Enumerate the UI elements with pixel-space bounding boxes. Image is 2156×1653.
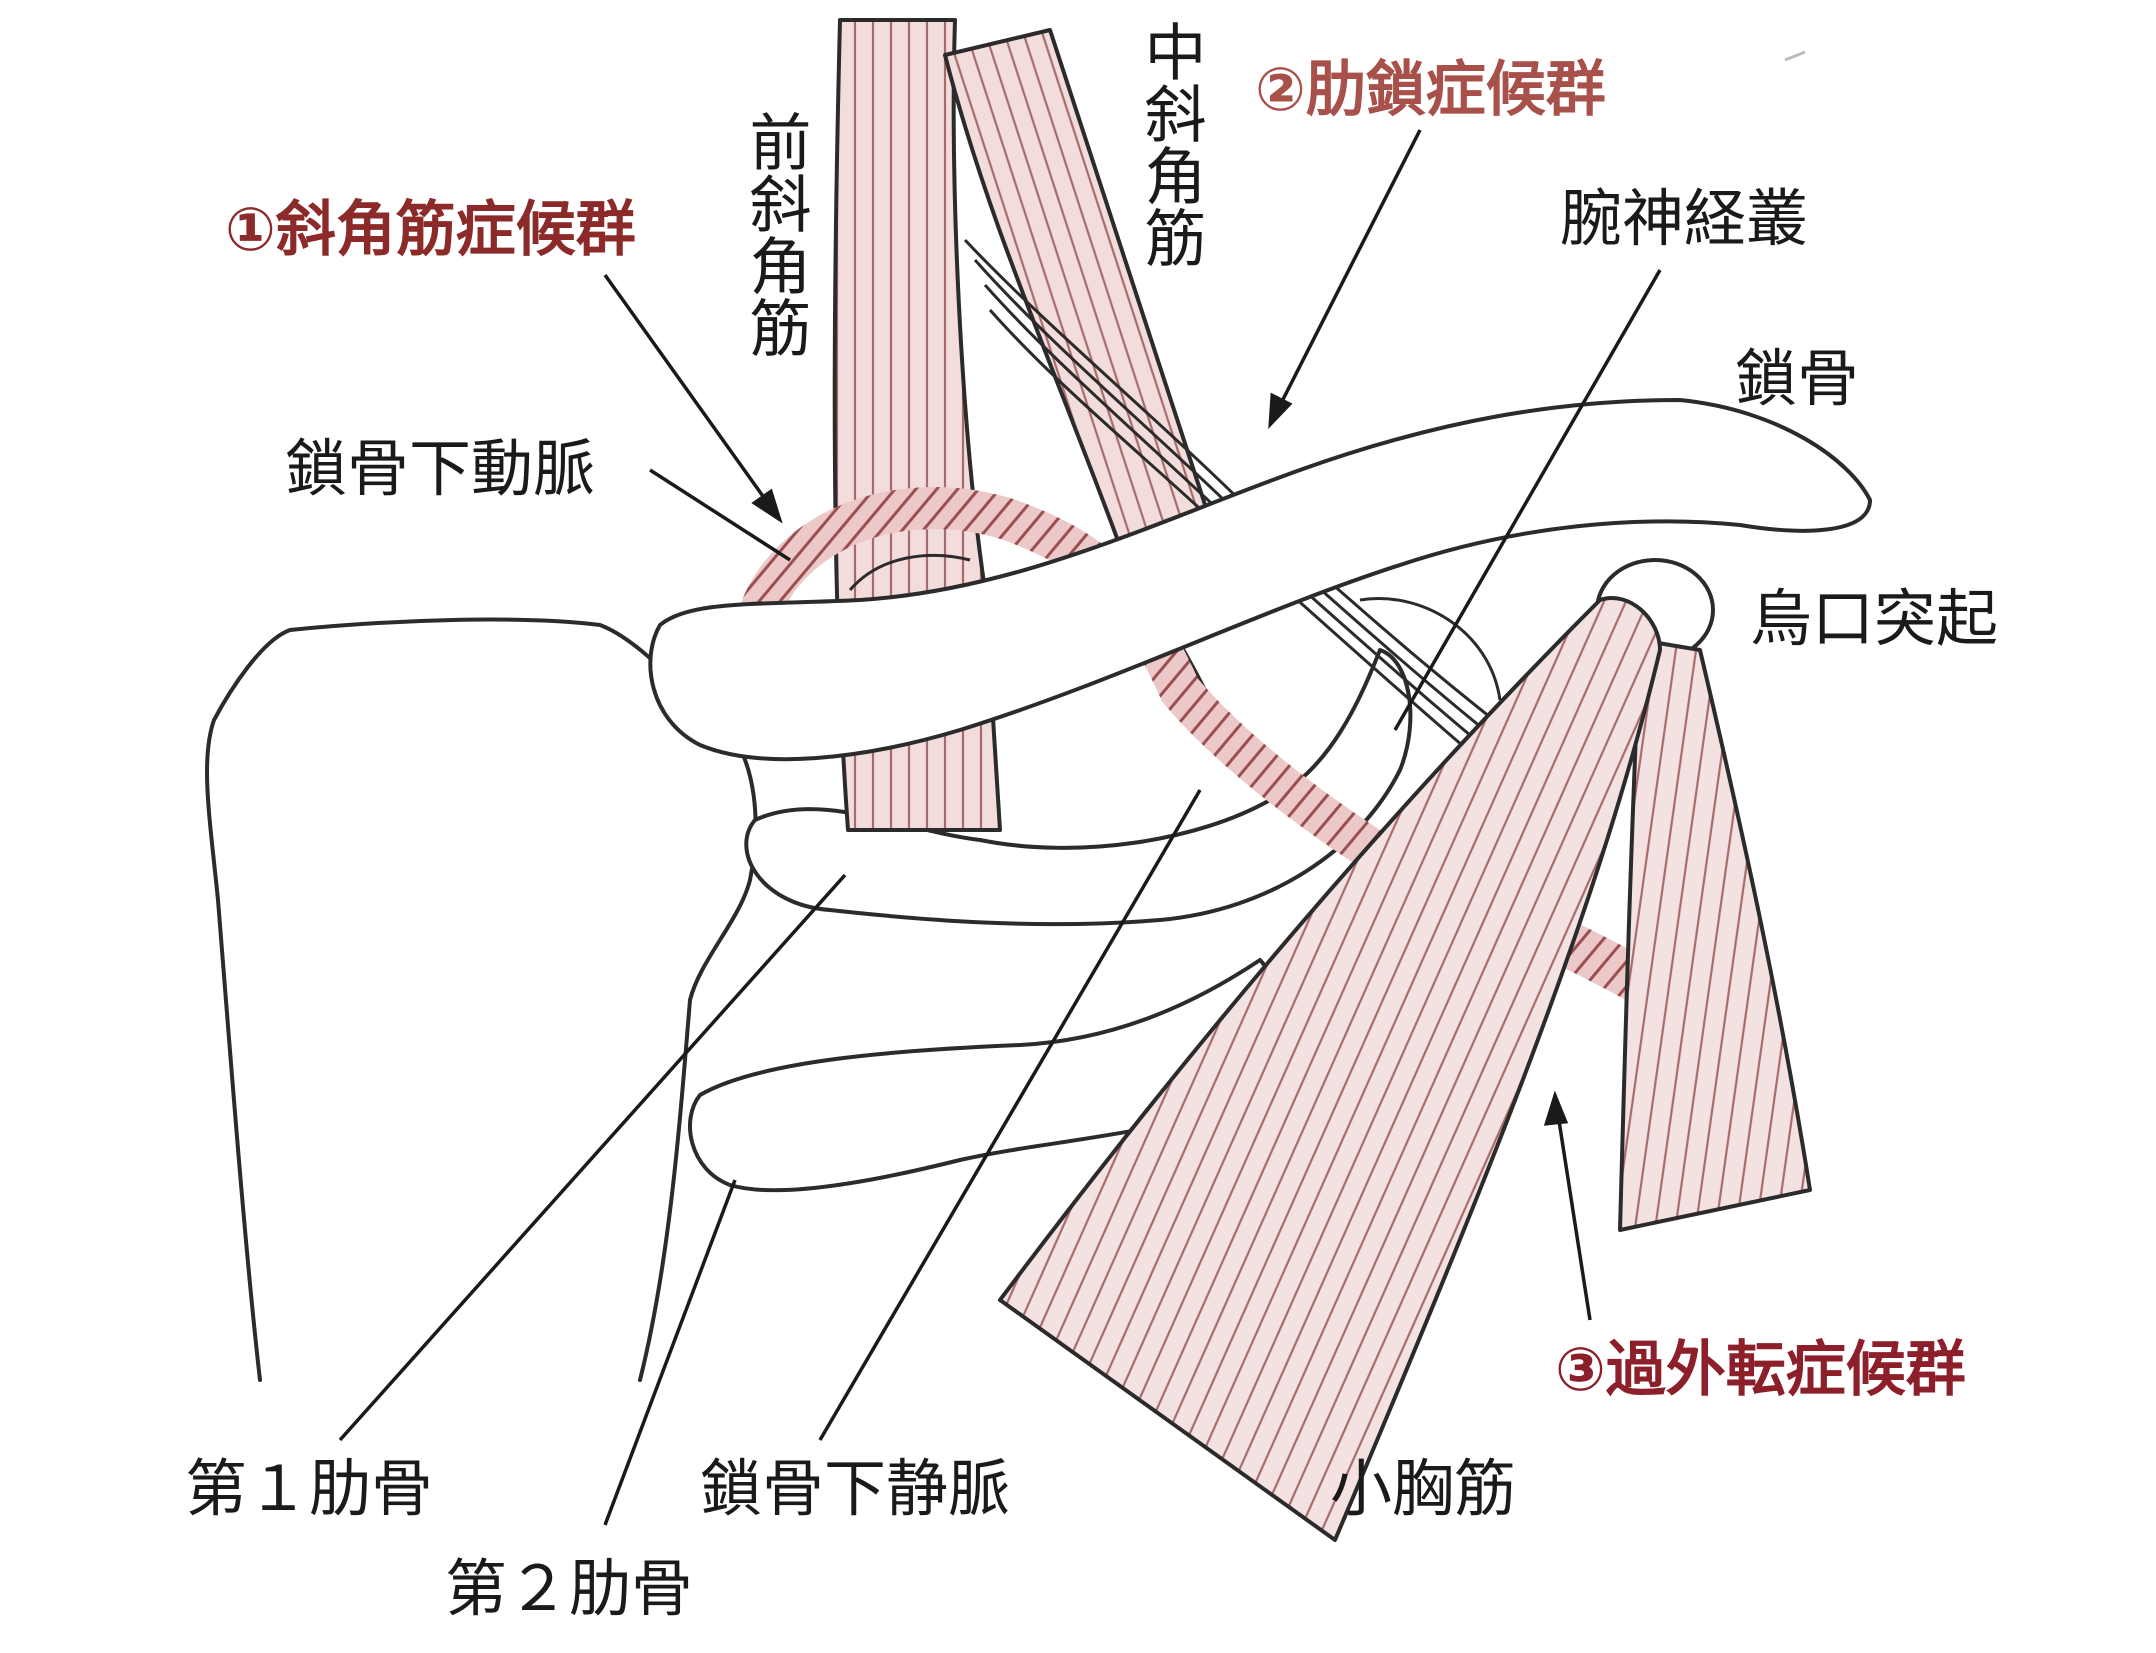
pectoralis-minor-muscle [998, 596, 1662, 1542]
clavicle [648, 398, 1872, 762]
label-coracoid-process: 烏口突起 [1750, 582, 1998, 655]
label-second-rib: 第２肋骨 [445, 1552, 693, 1625]
label-syndrome-1: ①斜角筋症候群 [225, 195, 636, 265]
coracobrachialis-muscle [1618, 638, 1812, 1232]
leader-first-rib [338, 873, 847, 1442]
label-subclavian-artery: 鎖骨下動脈 [285, 432, 595, 505]
arrow-syndrome-2 [1268, 129, 1422, 430]
label-pectoralis-minor: 小胸筋 [1330, 1452, 1516, 1525]
label-syndrome-3: ③過外転症候群 [1555, 1335, 1966, 1405]
label-first-rib: 第１肋骨 [185, 1452, 433, 1525]
arrow-syndrome-1 [603, 273, 783, 524]
leader-subclavian-artery [649, 468, 791, 562]
leader-second-rib [603, 1179, 737, 1526]
pleural-dome [1359, 597, 1502, 701]
scan-mark [1784, 50, 1806, 62]
label-brachial-plexus: 腕神経叢 [1560, 182, 1808, 255]
label-anterior-scalene: 前斜角筋 [739, 110, 812, 358]
leader-brachial-plexus [1393, 269, 1662, 731]
label-middle-scalene: 中斜角筋 [1134, 20, 1207, 268]
label-syndrome-2: ②肋鎖症候群 [1255, 55, 1606, 125]
label-clavicle: 鎖骨 [1735, 342, 1859, 415]
label-subclavian-vein: 鎖骨下静脈 [700, 1452, 1010, 1525]
leader-subclavian-vein [818, 789, 1202, 1441]
scapula-outline [204, 617, 758, 1382]
arrow-syndrome-3 [1543, 1090, 1592, 1321]
